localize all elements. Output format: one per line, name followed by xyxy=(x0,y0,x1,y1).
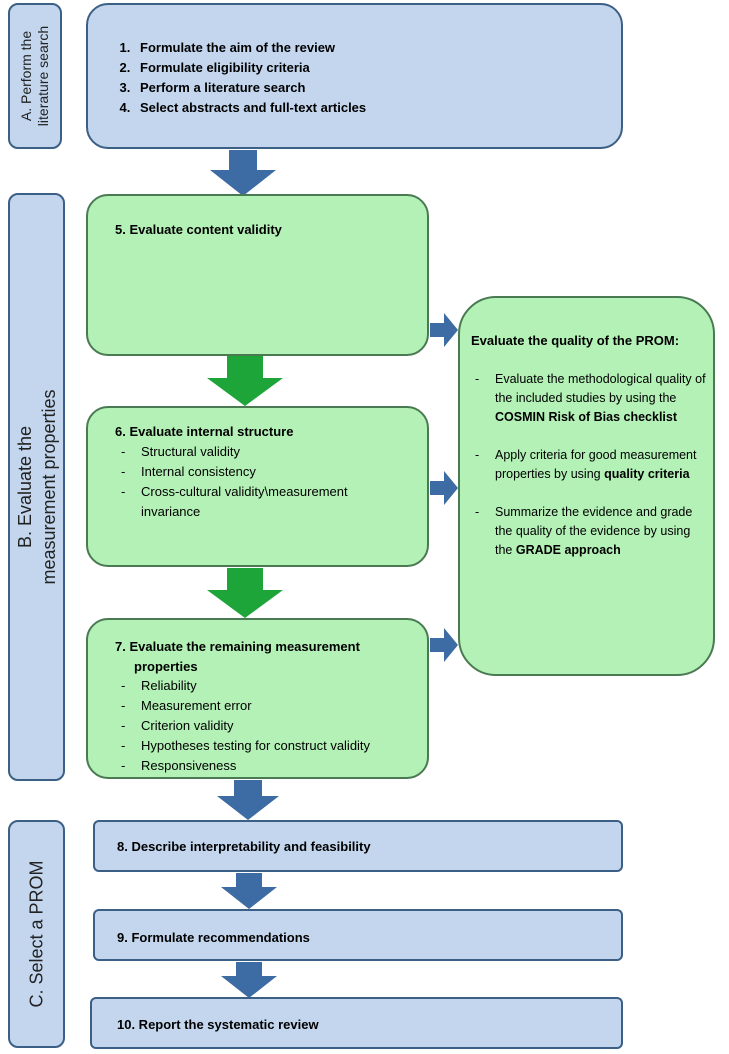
list-item: Criterion validity xyxy=(115,716,415,736)
list-item-emphasis: quality criteria xyxy=(604,467,690,481)
list-item: Reliability xyxy=(115,676,415,696)
report-review-title: 10. Report the systematic review xyxy=(117,1017,319,1032)
phase-c-label: C. Select a PROM xyxy=(26,860,47,1007)
list-item: Responsiveness xyxy=(115,756,415,776)
step-item: Perform a literature search xyxy=(134,78,366,98)
list-item: Cross-cultural validity\measurement inva… xyxy=(115,482,405,522)
arrow-down-icon xyxy=(221,873,277,909)
list-item-emphasis: GRADE approach xyxy=(515,543,621,557)
arrow-right-icon xyxy=(430,471,458,505)
prom-quality-list: Evaluate the methodological quality of t… xyxy=(469,370,707,560)
content-validity-box: 5. Evaluate content validity xyxy=(86,194,429,356)
phase-c-label-box: C. Select a PROM xyxy=(8,820,65,1048)
phase-b-line2: measurement properties xyxy=(38,389,59,585)
report-review-box: 10. Report the systematic review xyxy=(90,997,623,1049)
internal-structure-box: 6. Evaluate internal structure Structura… xyxy=(86,406,429,567)
list-item-text: Summarize the evidence and grade the qua… xyxy=(495,505,693,557)
list-item: Apply criteria for good measurement prop… xyxy=(469,446,707,484)
phase-a-line1: A. Perform the xyxy=(18,30,34,122)
list-item: Summarize the evidence and grade the qua… xyxy=(469,503,707,560)
remaining-properties-box: 7. Evaluate the remaining measurement pr… xyxy=(86,618,429,779)
phase-b-line1: B. Evaluate the xyxy=(14,425,35,549)
list-item: Evaluate the methodological quality of t… xyxy=(469,370,707,427)
interpretability-title: 8. Describe interpretability and feasibi… xyxy=(117,839,371,854)
prom-quality-title: Evaluate the quality of the PROM: xyxy=(471,333,680,348)
remaining-properties-title: 7. Evaluate the remaining measurement pr… xyxy=(115,639,360,674)
list-item-emphasis: COSMIN Risk of Bias checklist xyxy=(495,410,678,424)
phase-c-line1: C. Select a PROM xyxy=(26,860,46,1008)
phase-a-label: A. Perform the literature search xyxy=(18,26,52,126)
literature-search-steps: Formulate the aim of the review Formulat… xyxy=(108,38,366,118)
phase-a-line2: literature search xyxy=(35,25,51,127)
content-validity-title: 5. Evaluate content validity xyxy=(115,222,282,237)
phase-a-label-box: A. Perform the literature search xyxy=(8,3,62,149)
arrow-down-icon xyxy=(210,150,276,196)
arrow-right-icon xyxy=(430,313,458,347)
internal-structure-title: 6. Evaluate internal structure xyxy=(115,424,294,439)
step-item: Select abstracts and full-text articles xyxy=(134,98,366,118)
list-item-text: Apply criteria for good measurement prop… xyxy=(495,448,697,481)
step-item: Formulate the aim of the review xyxy=(134,38,366,58)
prom-quality-box: Evaluate the quality of the PROM: Evalua… xyxy=(458,296,715,676)
interpretability-box: 8. Describe interpretability and feasibi… xyxy=(93,820,623,872)
list-item-text: Evaluate the methodological quality of t… xyxy=(495,372,706,405)
arrow-down-icon xyxy=(207,568,283,618)
recommendations-box: 9. Formulate recommendations xyxy=(93,909,623,961)
remaining-properties-list: Reliability Measurement error Criterion … xyxy=(115,676,415,776)
phase-b-label-box: B. Evaluate the measurement properties xyxy=(8,193,65,781)
arrow-down-icon xyxy=(221,962,277,998)
literature-search-box: Formulate the aim of the review Formulat… xyxy=(86,3,623,149)
list-item: Structural validity xyxy=(115,442,405,462)
list-item: Hypotheses testing for construct validit… xyxy=(115,736,415,756)
internal-structure-list: Structural validity Internal consistency… xyxy=(115,442,405,522)
list-item: Internal consistency xyxy=(115,462,405,482)
arrow-down-icon xyxy=(207,356,283,406)
arrow-right-icon xyxy=(430,628,458,662)
arrow-down-icon xyxy=(217,780,279,820)
recommendations-title: 9. Formulate recommendations xyxy=(117,930,310,945)
step-item: Formulate eligibility criteria xyxy=(134,58,366,78)
phase-b-label: B. Evaluate the measurement properties xyxy=(13,389,61,584)
list-item: Measurement error xyxy=(115,696,415,716)
